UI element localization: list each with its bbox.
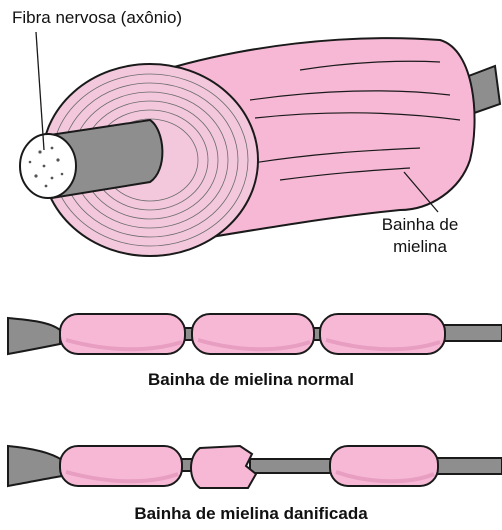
normal-axon-right bbox=[440, 325, 502, 341]
caption-damaged: Bainha de mielina danificada bbox=[0, 504, 502, 524]
normal-axon bbox=[8, 318, 60, 354]
axon-cross-section bbox=[20, 134, 76, 198]
axon-label: Fibra nervosa (axônio) bbox=[12, 8, 182, 28]
damaged-axon-right bbox=[430, 458, 502, 474]
damaged-myelin-fragment bbox=[191, 446, 256, 488]
sheath-label: Bainha de mielina bbox=[360, 214, 480, 258]
normal-sheath-illustration bbox=[8, 314, 502, 354]
damaged-sheath-illustration bbox=[8, 446, 502, 488]
damaged-axon-left bbox=[8, 446, 62, 486]
axon-leader-line bbox=[36, 32, 44, 150]
caption-normal: Bainha de mielina normal bbox=[0, 370, 502, 390]
